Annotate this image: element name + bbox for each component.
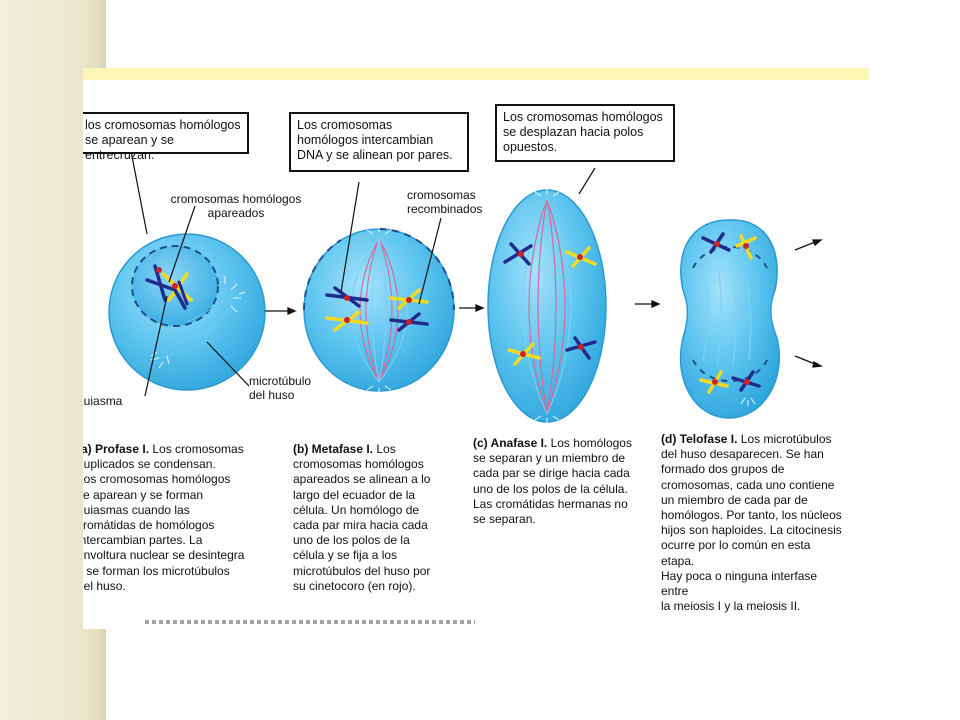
leader-line: [168, 205, 196, 283]
stage-arrow-icon: [794, 355, 824, 368]
prophase-callout: los cromosomas homólogos se aparean y se…: [83, 112, 249, 162]
centrosome-icon: [366, 385, 392, 394]
stage-arrow-icon: [265, 307, 297, 315]
stage-arrow-icon: [459, 304, 485, 312]
spindle-microtubule-label: microtúbulo del huso: [249, 374, 312, 402]
caption-heading: (b) Metafase I.: [293, 442, 374, 456]
telophase-cell: [679, 219, 781, 419]
metaphase-cell: [302, 226, 455, 394]
caption-body: Los homólogos se separan y un miembro de…: [473, 436, 632, 527]
leader-line: [578, 167, 596, 195]
caption-metaphase: (b) Metafase I. Los cromosomas homólogos…: [293, 442, 461, 594]
caption-heading: (d) Telofase I.: [661, 432, 738, 446]
caption-anaphase: (c) Anafase I. Los homólogos se separan …: [473, 436, 651, 527]
chromosome-pair-icon: [145, 264, 193, 310]
centrosome-icon: [534, 415, 560, 424]
chromosome-pair-icon: [503, 242, 597, 366]
anaphase-cell: [487, 188, 607, 424]
leader-line: [340, 181, 360, 293]
leader-line: [206, 341, 250, 387]
caption-prophase: (a) Profase I. Los cromosomas duplicados…: [83, 442, 255, 594]
stage-arrow-icon: [794, 239, 823, 251]
caption-heading: (a) Profase I.: [83, 442, 150, 456]
meiosis-diagram: [108, 150, 824, 424]
caption-body: Los cromosomas homólogos apareados se al…: [293, 442, 431, 593]
cut-off-footer-text: [145, 620, 475, 624]
caption-telophase: (d) Telofase I. Los microtúbulos del hus…: [661, 432, 847, 614]
centrosome-icon: [534, 188, 560, 197]
paired-homologs-label: cromosomas homólogos apareados: [170, 192, 302, 220]
meiosis-figure: los cromosomas homólogos se aparean y se…: [83, 68, 900, 629]
caption-body: Los microtúbulos del huso desaparecen. S…: [661, 432, 842, 614]
stage-arrow-icon: [635, 300, 661, 308]
top-highlight-band: [83, 68, 869, 80]
centrosome-icon: [740, 397, 756, 406]
leader-line: [130, 150, 148, 235]
leader-line: [144, 295, 168, 397]
chiasma-label: quiasma: [83, 394, 123, 408]
chromosome-pair-icon: [699, 232, 761, 394]
leader-line: [418, 217, 442, 305]
anaphase-callout: Los cromosomas homólogos se desplazan ha…: [495, 104, 675, 162]
chromosome-pair-icon: [325, 286, 429, 332]
recombined-label: cromosomas recombinados: [407, 188, 483, 216]
metaphase-callout: Los cromosomas homólogos intercambian DN…: [289, 112, 469, 172]
prophase-cell: [108, 233, 266, 391]
centrosome-icon: [224, 276, 246, 313]
caption-body: Los cromosomas duplicados se condensan. …: [83, 442, 245, 593]
caption-heading: (c) Anafase I.: [473, 436, 548, 450]
centrosome-icon: [366, 226, 392, 235]
